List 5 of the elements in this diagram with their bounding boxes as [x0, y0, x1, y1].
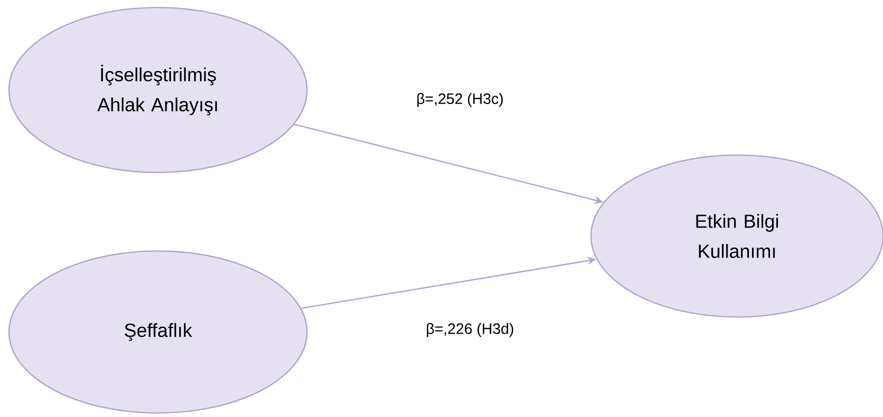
edge-label: β=,252 (H3c): [415, 92, 505, 108]
edge-label: β=,226 (H3d): [424, 322, 516, 338]
ellipse-node: Şeffaflık: [8, 250, 308, 414]
ellipse-node: İçselleştirilmiş Ahlak Anlayışı: [8, 6, 308, 174]
ellipse-node: Etkin Bilgi Kullanımı: [590, 154, 883, 318]
